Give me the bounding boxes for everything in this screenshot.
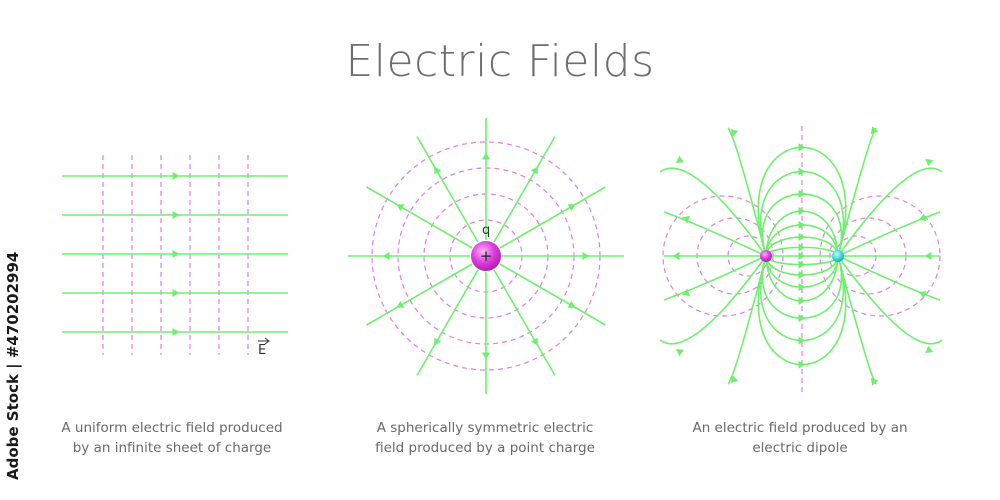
dipole-arrow [798, 189, 806, 198]
radial-field-arrow [567, 204, 576, 212]
radial-field-arrow [482, 352, 490, 360]
radial-field-line [493, 136, 556, 243]
dipole-arrow [870, 126, 879, 135]
radial-field-arrow [582, 252, 590, 260]
dipole-arrow [730, 375, 739, 383]
radial-field-line [366, 186, 473, 249]
radial-field-arrow [530, 337, 538, 346]
dipole-arrow [798, 207, 806, 216]
positive-charge [471, 241, 501, 271]
dipole-arrow [675, 155, 684, 164]
dipole-arrow [798, 252, 806, 260]
radial-field-line [499, 186, 606, 249]
dipole-arrow [798, 270, 806, 279]
dipole-arrow [925, 345, 934, 354]
uniform-field-arrow [172, 250, 180, 258]
dipole-arrow [798, 220, 806, 229]
dipole-outgoing-line [659, 167, 767, 257]
dipole-arrow [798, 243, 806, 252]
uniform-field-panel: E [62, 155, 288, 358]
dipole-arrow [870, 377, 879, 386]
uniform-field-arrow [172, 172, 180, 180]
dipole-outgoing-line [727, 255, 767, 385]
radial-field-arrow [434, 337, 442, 346]
dipole-arrow [925, 158, 934, 167]
radial-field-arrow [482, 152, 490, 160]
dipole-arrow [924, 252, 932, 260]
dipole-arrow [798, 296, 806, 305]
radial-field-arrow [567, 300, 576, 308]
dipole-incoming-line [837, 255, 943, 345]
dipole-arrow [672, 252, 680, 260]
dipole-arrow [798, 360, 806, 369]
dipole-arrow [918, 290, 927, 299]
uniform-equipotential-lines [102, 155, 249, 355]
dipole-outgoing-line [659, 255, 767, 345]
dipole-arrow [798, 167, 806, 176]
dipole-outgoing-line [663, 211, 767, 257]
dipole-arrow [798, 314, 806, 323]
uniform-field-arrow [172, 289, 180, 297]
radial-field-line [493, 269, 556, 376]
radial-field-arrow [530, 166, 538, 175]
dipole-arrow [682, 215, 690, 224]
dipole-arrow [798, 336, 806, 345]
dipole-arrow [675, 348, 684, 357]
point-charge-panel: + q [348, 118, 624, 394]
vector-e-label: E [258, 343, 266, 358]
dipole-incoming-line [837, 255, 941, 301]
charge-sign: + [480, 247, 493, 265]
dipole-arrow [918, 213, 927, 222]
dipole-outgoing-line [727, 127, 767, 257]
dipole-arrow [798, 143, 806, 152]
radial-field-line [416, 269, 479, 376]
dipole-arrow [798, 283, 806, 292]
radial-field-line [416, 136, 479, 243]
dipole-field-lines [659, 126, 943, 386]
uniform-field-lines [62, 172, 288, 336]
point-charge-caption: A spherically symmetric electric field p… [375, 420, 595, 456]
dipole-incoming-line [837, 167, 943, 257]
radial-field-arrow [434, 166, 442, 175]
dipole-outgoing-line [663, 255, 767, 301]
dipole-arrow [798, 260, 806, 269]
dipole-incoming-line [837, 211, 941, 257]
radial-field-lines [348, 118, 624, 394]
uniform-field-arrow [172, 211, 180, 219]
radial-field-arrow [396, 204, 405, 212]
dipole-positive-charge [760, 250, 772, 262]
uniform-field-caption: A uniform electric field produced by an … [61, 420, 283, 456]
page-title: Electric Fields [345, 36, 655, 87]
dipole-arrow [730, 129, 739, 137]
uniform-field-arrow [172, 328, 180, 336]
radial-field-line [499, 263, 606, 326]
vector-arrow-head [264, 337, 270, 345]
charge-label: q [482, 223, 490, 238]
stock-watermark-text: Adobe Stock | #470202994 [4, 251, 22, 480]
radial-field-arrow [382, 252, 390, 260]
radial-field-line [366, 263, 473, 326]
dipole-caption: An electric field produced by an electri… [692, 420, 908, 456]
dipole-equipotentials [662, 126, 941, 392]
dipole-panel [659, 126, 943, 392]
dipole-negative-charge [832, 250, 844, 262]
dipole-arrow [798, 233, 806, 242]
dipole-arrow [682, 288, 690, 297]
radial-field-arrow [396, 300, 405, 308]
